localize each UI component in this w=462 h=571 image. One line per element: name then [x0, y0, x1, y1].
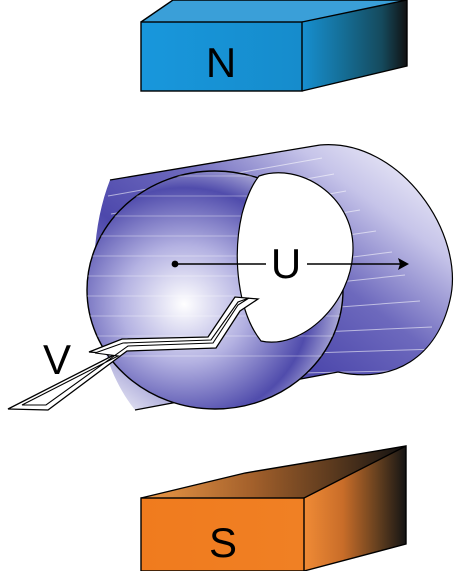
north-magnet: N	[140, 0, 408, 92]
north-magnet-face	[140, 21, 303, 92]
south-magnet: S	[140, 445, 407, 571]
tube-interior-opening	[236, 172, 354, 343]
voltage-label: V	[43, 336, 71, 383]
north-magnet-side	[302, 0, 407, 91]
flow-label: U	[271, 240, 301, 287]
north-label: N	[206, 39, 236, 86]
voltage-indicator: V	[7, 296, 260, 411]
south-label: S	[209, 519, 237, 566]
south-magnet-side	[304, 446, 406, 571]
north-magnet-top	[141, 0, 407, 22]
south-magnet-face	[140, 497, 305, 571]
flow-tube: U	[86, 144, 453, 411]
south-magnet-top	[141, 446, 406, 498]
flow-arrow	[171, 258, 409, 270]
